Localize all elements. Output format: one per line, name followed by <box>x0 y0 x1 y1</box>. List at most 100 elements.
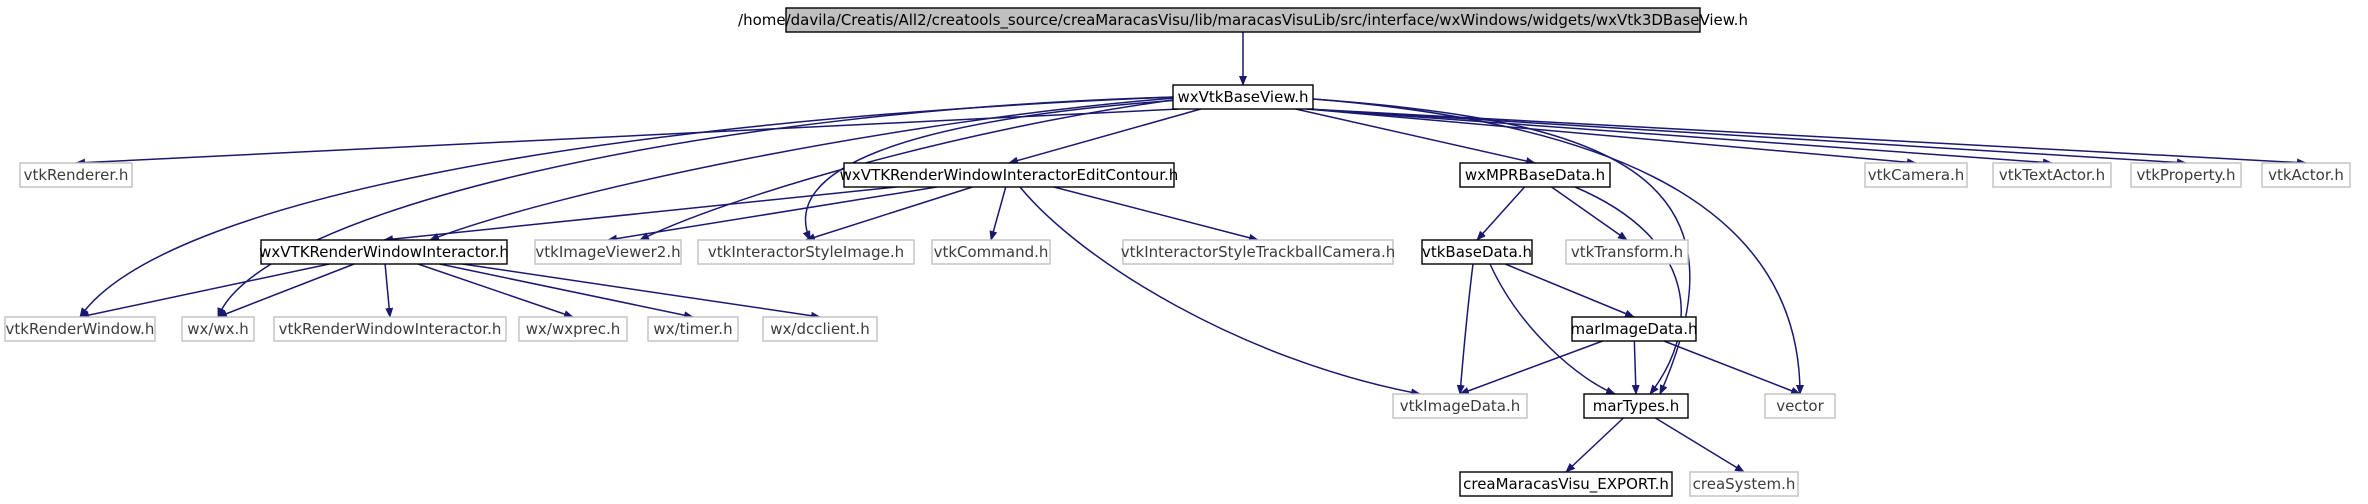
node-box <box>1459 471 1673 497</box>
node-box <box>273 316 507 342</box>
node-dcclient[interactable]: wx/dcclient.h <box>762 316 878 342</box>
edge-wxrwi-to-dcclient <box>462 263 821 320</box>
edge-wxvtkbaseview-to-vector <box>1312 98 1804 395</box>
node-wxvtkbaseview[interactable]: wxVtkBaseView.h <box>1172 84 1314 110</box>
node-vector[interactable]: vector <box>1764 393 1836 419</box>
node-vtkimagedata[interactable]: vtkImageData.h <box>1392 393 1528 419</box>
edge-wxvtkbaseview-to-vtkisimage <box>802 99 1181 241</box>
edge-wxvtkbaseview-to-vtkrenderer <box>75 108 1180 167</box>
node-box <box>1392 393 1528 419</box>
edge-path <box>805 186 973 242</box>
edge-wxmprbasedata-to-vtktransform <box>1551 186 1628 241</box>
edge-path <box>429 97 1176 241</box>
edge-marimagedata-to-vector <box>1663 340 1801 395</box>
node-vtkrenderer[interactable]: vtkRenderer.h <box>19 162 133 188</box>
node-vtkproperty[interactable]: vtkProperty.h <box>2130 162 2242 188</box>
edge-path <box>75 108 1180 167</box>
node-box <box>1689 471 1799 497</box>
node-label: creaSystem.h <box>1693 475 1796 493</box>
node-vtktransform[interactable]: vtkTransform.h <box>1565 239 1689 265</box>
node-box <box>518 316 628 342</box>
node-box <box>1565 239 1689 265</box>
node-vtkistrackball[interactable]: vtkInteractorStyleTrackballCamera.h <box>1121 239 1395 265</box>
node-box <box>1421 239 1533 265</box>
edge-wxvtkbaseview-to-wxwx <box>217 96 1176 318</box>
edge-marimagedata-to-martypes <box>1631 340 1640 395</box>
node-box <box>1583 393 1689 419</box>
node-box <box>785 7 1701 33</box>
edge-wxvtkbaseview-to-martypes <box>1312 98 1691 395</box>
node-label: vtkTextActor.h <box>1999 166 2105 184</box>
edge-vtkbasedata-to-martypes <box>1489 263 1616 395</box>
edge-wxvtkbaseview-to-wxmprbasedata <box>1295 108 1536 165</box>
node-creaexport[interactable]: creaMaracasVisu_EXPORT.h <box>1459 471 1673 497</box>
edge-path <box>462 263 821 320</box>
node-wxmprbasedata[interactable]: wxMPRBaseData.h <box>1459 162 1611 188</box>
node-vtkcommand[interactable]: vtkCommand.h <box>931 239 1051 265</box>
node-label: vtkInteractorStyleTrackballCamera.h <box>1121 243 1395 261</box>
edge-wxvtkbaseview-to-vtktextactor <box>1306 108 2053 167</box>
edge-path <box>1312 98 1804 395</box>
edge-martypes-to-creasystem <box>1655 417 1745 473</box>
node-wxtimer[interactable]: wx/timer.h <box>647 316 739 342</box>
node-vtkcamera[interactable]: vtkCamera.h <box>1864 162 1968 188</box>
edge-editcontour-to-vtkisimage <box>805 186 973 242</box>
edge-path <box>217 263 355 318</box>
edge-path <box>1476 186 1526 241</box>
edge-path <box>1306 108 2053 167</box>
edge-path <box>607 186 937 243</box>
node-label: marTypes.h <box>1593 397 1680 415</box>
edge-wxrwi-to-wxwx <box>217 263 355 318</box>
edge-path <box>1306 108 2187 167</box>
node-vtkbasedata[interactable]: vtkBaseData.h <box>1421 239 1533 265</box>
node-creasystem[interactable]: creaSystem.h <box>1689 471 1799 497</box>
node-wxrwi[interactable]: wxVTKRenderWindowInteractor.h <box>259 239 509 265</box>
edge-path <box>1306 108 1917 167</box>
node-wxprec[interactable]: wx/wxprec.h <box>518 316 628 342</box>
edge-editcontour-to-vtkcommand <box>989 186 1007 241</box>
node-label: wxVTKRenderWindowInteractorEditContour.h <box>840 166 1179 184</box>
node-vtkactor[interactable]: vtkActor.h <box>2261 162 2351 188</box>
node-vtkimageviewer2[interactable]: vtkImageViewer2.h <box>534 239 682 265</box>
node-box <box>2261 162 2351 188</box>
node-box <box>931 239 1051 265</box>
node-label: vtkBaseData.h <box>1422 243 1532 261</box>
edge-path <box>383 186 897 244</box>
node-label: wxVtkBaseView.h <box>1178 88 1309 106</box>
node-box <box>1172 84 1314 110</box>
node-label: vtkRenderWindow.h <box>6 320 155 338</box>
edge-path <box>1551 186 1628 241</box>
node-box <box>647 316 739 342</box>
node-root[interactable]: /home/davila/Creatis/All2/creatools_sour… <box>738 7 1748 33</box>
node-box <box>534 239 682 265</box>
edge-path <box>1663 340 1801 395</box>
node-vtkrenderwindow[interactable]: vtkRenderWindow.h <box>4 316 156 342</box>
node-label: vtkImageViewer2.h <box>535 243 680 261</box>
node-box <box>843 162 1175 188</box>
edge-vtkbasedata-to-marimagedata <box>1504 263 1635 318</box>
node-vtkrwi[interactable]: vtkRenderWindowInteractor.h <box>273 316 507 342</box>
node-marimagedata[interactable]: marImageData.h <box>1570 316 1698 342</box>
node-box <box>1764 393 1836 419</box>
node-vtktextactor[interactable]: vtkTextActor.h <box>1992 162 2112 188</box>
node-editcontour[interactable]: wxVTKRenderWindowInteractorEditContour.h <box>840 162 1179 188</box>
node-label: wxVTKRenderWindowInteractor.h <box>259 243 509 261</box>
edge-marimagedata-to-vtkimagedata <box>1459 340 1603 395</box>
node-label: vtkCommand.h <box>934 243 1049 261</box>
edge-editcontour-to-vtkimagedata <box>1019 186 1421 397</box>
node-label: marImageData.h <box>1570 320 1697 338</box>
node-box <box>1864 162 1968 188</box>
edge-editcontour-to-vtkistrackball <box>1053 186 1259 242</box>
edge-path <box>1631 340 1640 395</box>
edge-wxrwi-to-vtkrwi <box>384 263 394 318</box>
node-martypes[interactable]: marTypes.h <box>1583 393 1689 419</box>
edge-wxvtkbaseview-to-vtkproperty <box>1306 108 2187 167</box>
node-vtkisimage[interactable]: vtkInteractorStyleImage.h <box>697 239 915 265</box>
edge-path <box>439 263 694 320</box>
edge-path <box>1019 186 1421 397</box>
edge-vtkbasedata-to-vtkimagedata <box>1456 263 1474 395</box>
node-wxwx[interactable]: wx/wx.h <box>181 316 255 342</box>
edge-path <box>1456 263 1474 395</box>
node-label: vtkRenderWindowInteractor.h <box>279 320 502 338</box>
node-label: vtkTransform.h <box>1571 243 1683 261</box>
